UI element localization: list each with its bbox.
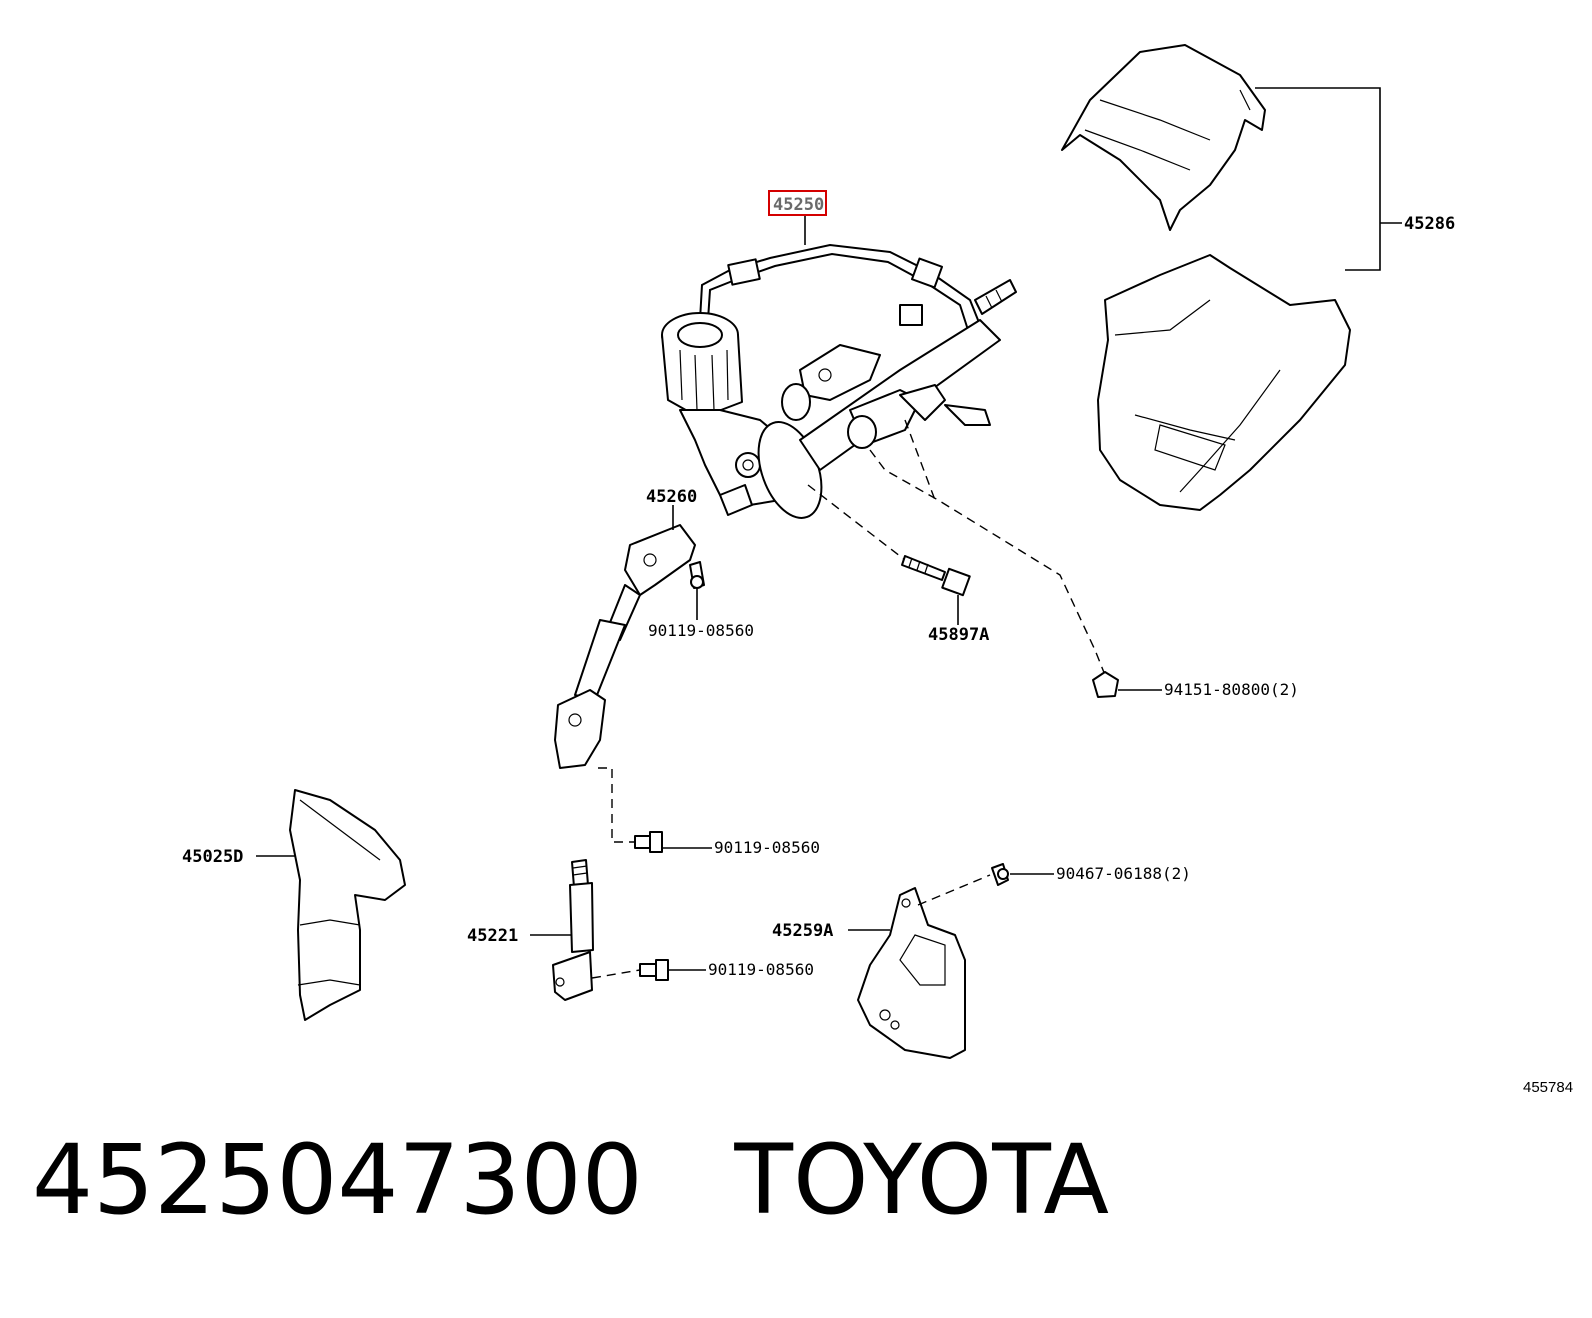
label-screw: 90467-06188(2) xyxy=(1056,864,1191,883)
dash-branch xyxy=(904,419,936,501)
brand-name: TOYOTA xyxy=(734,1124,1110,1236)
lower-column-cover xyxy=(1097,254,1351,511)
bolt-middle xyxy=(634,831,663,853)
label-45250: 45250 xyxy=(773,195,824,215)
label-45260: 45260 xyxy=(646,487,697,507)
label-45025D: 45025D xyxy=(182,847,243,867)
highlight-box-45250 xyxy=(768,190,827,216)
dash-to-94151 xyxy=(869,449,1106,676)
dash-to-bolt-low xyxy=(591,969,641,979)
steering-column-assembly xyxy=(661,243,1017,519)
dash-to-bolt-mid xyxy=(598,767,635,843)
bolt-lower xyxy=(639,959,669,981)
label-45897A: 45897A xyxy=(928,625,989,645)
intermediate-shaft xyxy=(554,524,696,769)
dash-to-45897A xyxy=(807,484,906,561)
label-bolt-mid: 90119-08560 xyxy=(714,838,820,857)
figure-number: 455784 xyxy=(1523,1079,1573,1096)
label-45259A: 45259A xyxy=(772,921,833,941)
column-bracket xyxy=(857,887,966,1059)
clip-94151 xyxy=(1092,671,1119,698)
lower-shaft xyxy=(552,859,594,1001)
label-94151: 94151-80800(2) xyxy=(1164,680,1299,699)
label-bolt-upper: 90119-08560 xyxy=(648,621,754,640)
part-number: 4525047300 xyxy=(32,1124,643,1236)
upper-column-cover xyxy=(1061,44,1266,231)
dash-to-screw xyxy=(917,874,991,906)
leader-45286-bracket xyxy=(1255,87,1381,271)
label-bolt-low: 90119-08560 xyxy=(708,960,814,979)
label-45286: 45286 xyxy=(1404,214,1455,234)
caption: 4525047300 TOYOTA xyxy=(32,1132,1109,1228)
bolt-45897A xyxy=(901,555,971,597)
screw-90467 xyxy=(991,863,1009,886)
label-45221: 45221 xyxy=(467,926,518,946)
bolt-upper xyxy=(689,561,705,589)
column-hole-cover xyxy=(289,789,406,1021)
